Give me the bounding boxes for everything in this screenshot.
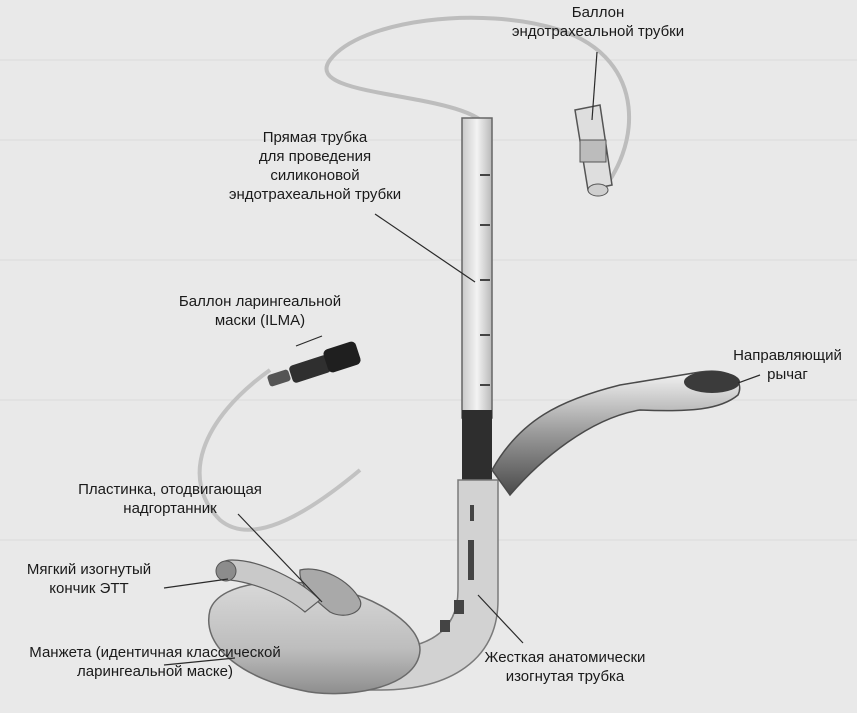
straight-tube xyxy=(462,118,492,490)
ett-balloon xyxy=(575,105,612,196)
label-guide-lever: Направляющий рычаг xyxy=(718,346,857,384)
label-epiglottis-plate: Пластинка, отодвигающая надгортанник xyxy=(50,480,290,518)
label-cuff: Манжета (идентичная классической ларинге… xyxy=(0,643,310,681)
label-soft-tip-line-1: Мягкий изогнутый xyxy=(4,560,174,579)
label-guide-lever-line-2: рычаг xyxy=(718,365,857,384)
label-ilma-balloon-line-2: маски (ILMA) xyxy=(150,311,370,330)
label-straight-tube: Прямая трубка для проведения силиконовой… xyxy=(200,128,430,204)
label-straight-tube-line-2: для проведения xyxy=(200,147,430,166)
label-cuff-line-1: Манжета (идентичная классической xyxy=(0,643,310,662)
label-epiglottis-plate-line-1: Пластинка, отодвигающая xyxy=(50,480,290,499)
label-straight-tube-line-3: силиконовой xyxy=(200,166,430,185)
label-ett-balloon-line-1: Баллон xyxy=(478,3,718,22)
label-straight-tube-line-1: Прямая трубка xyxy=(200,128,430,147)
label-soft-tip-line-2: кончик ЭТТ xyxy=(4,579,174,598)
label-straight-tube-line-4: эндотрахеальной трубки xyxy=(200,185,430,204)
label-ilma-balloon: Баллон ларингеальной маски (ILMA) xyxy=(150,292,370,330)
ilma-valve xyxy=(267,340,362,387)
label-ilma-balloon-line-1: Баллон ларингеальной xyxy=(150,292,370,311)
label-ett-balloon-line-2: эндотрахеальной трубки xyxy=(478,22,718,41)
label-rigid-tube-line-1: Жесткая анатомически xyxy=(455,648,675,667)
label-guide-lever-line-1: Направляющий xyxy=(718,346,857,365)
label-rigid-tube: Жесткая анатомически изогнутая трубка xyxy=(455,648,675,686)
label-ett-balloon: Баллон эндотрахеальной трубки xyxy=(478,3,718,41)
label-epiglottis-plate-line-2: надгортанник xyxy=(50,499,290,518)
label-soft-tip: Мягкий изогнутый кончик ЭТТ xyxy=(4,560,174,598)
label-cuff-line-2: ларингеальной маске) xyxy=(0,662,310,681)
label-rigid-tube-line-2: изогнутая трубка xyxy=(455,667,675,686)
